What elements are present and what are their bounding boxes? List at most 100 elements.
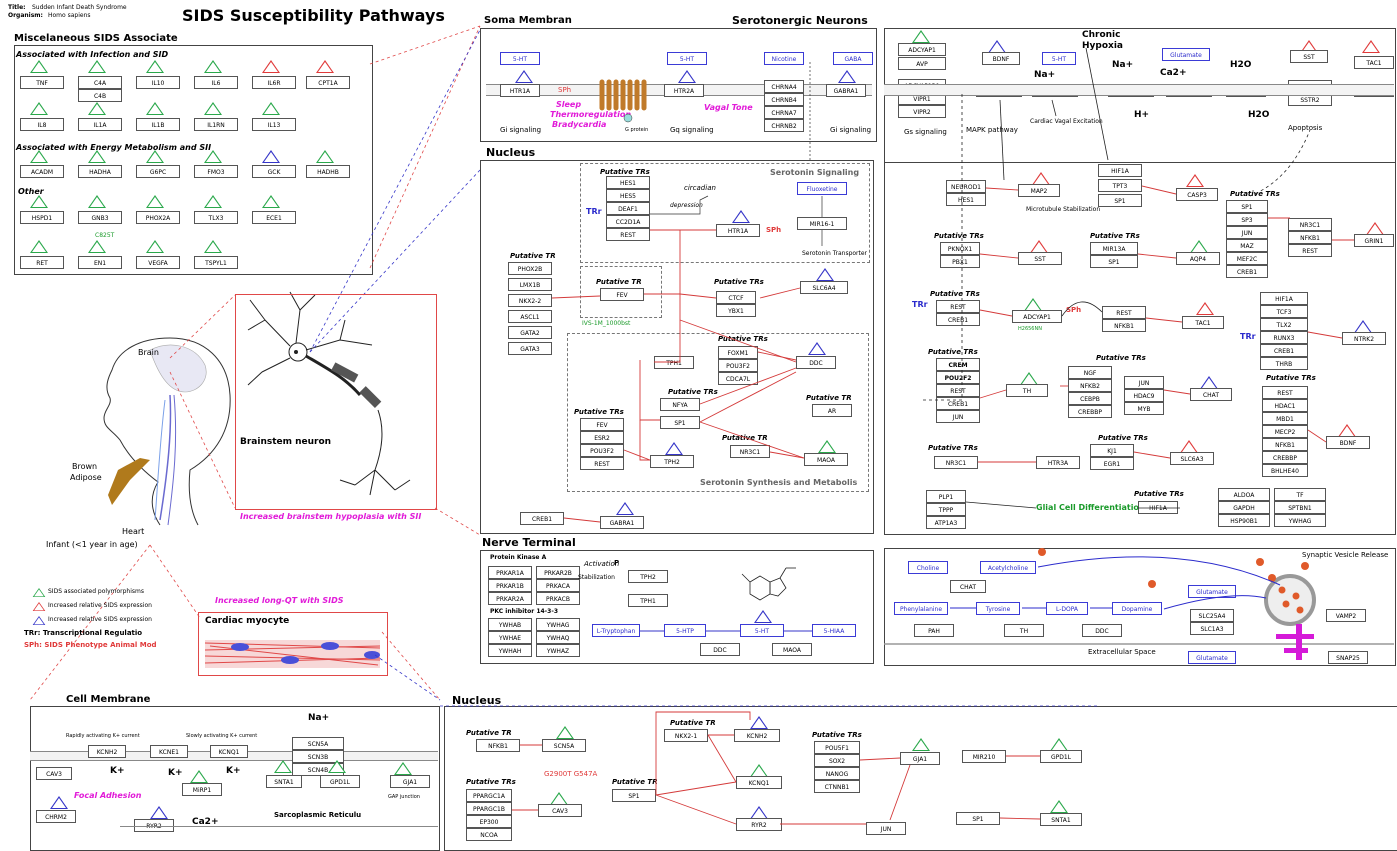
label-mapk-pathway: MAPK pathway — [966, 126, 1018, 134]
gene-ctcf: CTCF — [716, 291, 756, 304]
gene-sp3: SP3 — [1226, 213, 1268, 226]
brain-label: Brain — [138, 348, 159, 357]
gene-gnb3: GNB3 — [78, 211, 122, 224]
gene-slc6a4: SLC6A4 — [800, 281, 848, 294]
gene-en1: EN1 — [78, 256, 122, 269]
label-protein-kinase-a: Protein Kinase A — [490, 554, 546, 561]
label-putative-tr: Putative TR — [612, 778, 658, 786]
gene-sp1: SP1 — [1098, 194, 1142, 207]
gene-sst: SST — [1018, 252, 1062, 265]
gene-creb1: CREB1 — [936, 313, 980, 326]
gene-bhlhe40: BHLHE40 — [1262, 464, 1308, 477]
label-gap-junction: GAP junction — [388, 794, 420, 800]
gene-ywhaq: YWHAQ — [536, 631, 580, 644]
green-triangle-icon — [88, 102, 106, 115]
gene-il13: IL13 — [252, 118, 296, 131]
label-putative-tr: Putative TR — [670, 719, 716, 727]
gene-hsp90b1: HSP90B1 — [1218, 514, 1270, 527]
label-gq-signaling: Gq signaling — [670, 126, 714, 134]
gene-gpd1l: GPD1L — [1040, 750, 1082, 763]
cell-membrane-heading: Cell Membrane — [66, 694, 150, 705]
heart-label: Heart — [122, 527, 144, 536]
brainstem-neuron-label: Brainstem neuron — [240, 437, 331, 447]
green-triangle-icon — [30, 60, 48, 73]
gene-sst: SST — [1290, 50, 1328, 63]
label-bradycardia: Bradycardia — [552, 120, 606, 129]
gene-htr1a: HTR1A — [500, 84, 540, 97]
label-depression: depression — [670, 202, 703, 209]
label-gi-signaling: Gi signaling — [830, 126, 871, 134]
gene-kj1: KJ1 — [1090, 444, 1134, 457]
gene-hif1a: HIF1A — [1260, 292, 1308, 305]
gene-nicotine: Nicotine — [764, 52, 804, 65]
gene-nkx2-2: NKX2-2 — [508, 294, 552, 307]
gene-ppargc1a: PPARGC1A — [466, 789, 512, 802]
gene-ywhab: YWHAB — [488, 618, 532, 631]
gene-c4a: C4A — [78, 76, 122, 89]
green-triangle-icon — [912, 738, 930, 751]
gene-esr2: ESR2 — [580, 431, 624, 444]
other-heading: Other — [18, 187, 44, 196]
gene-gck: GCK — [252, 165, 296, 178]
gene-thrb: THRB — [1260, 357, 1308, 370]
gene-nr3c1: NR3C1 — [934, 456, 978, 469]
label-slowly-activating-k-current: Slowly activating K+ current — [186, 733, 257, 739]
gene-crem: CREM — [936, 358, 980, 371]
label-g-protein: G protein — [625, 127, 648, 133]
gene-il10: IL10 — [136, 76, 180, 89]
gene-il6r: IL6R — [252, 76, 296, 89]
gene-mbd1: MBD1 — [1262, 412, 1308, 425]
gene-5-ht: 5-HT — [740, 624, 784, 637]
gene-cav3: CAV3 — [36, 767, 72, 780]
gene-il1a: IL1A — [78, 118, 122, 131]
gene-ncoa: NCOA — [466, 828, 512, 841]
gene-sp1: SP1 — [956, 812, 1000, 825]
gene-kcnq1: KCNQ1 — [736, 776, 782, 789]
nerve-terminal-heading: Nerve Terminal — [482, 536, 576, 549]
label-putative-trs: Putative TRs — [466, 778, 516, 786]
legend-item-3: Increased relative SIDS expression — [48, 616, 152, 623]
gene-tph1: TPH1 — [628, 594, 668, 607]
label-na: Na+ — [308, 713, 329, 723]
gene-ddc: DDC — [796, 356, 836, 369]
gene-phenylalanine: Phenylalanine — [894, 602, 948, 615]
gene-tac1: TAC1 — [1182, 316, 1224, 329]
gene-snta1: SNTA1 — [266, 775, 302, 788]
label-rapidly-activating-k-current: Rapidly activating K+ current — [66, 733, 140, 739]
gene-slc1a3: SLC1A3 — [1190, 622, 1234, 635]
label-trr: TRr — [912, 300, 928, 309]
label-putative-trs: Putative TRs — [930, 290, 980, 298]
label-serotonin-transporter: Serotonin Transporter — [802, 250, 867, 257]
gene-sp1: SP1 — [1226, 200, 1268, 213]
gene-chrna4: CHRNA4 — [764, 80, 804, 93]
gene-hdac1: HDAC1 — [1262, 399, 1308, 412]
gene-kcnh2: KCNH2 — [88, 745, 126, 758]
gene-creb1: CREB1 — [1260, 344, 1308, 357]
gene-nfkb1: NFKB1 — [476, 739, 520, 752]
blue-triangle-icon — [616, 502, 634, 515]
gene-prkar2b: PRKAR2B — [536, 566, 580, 579]
gene-maoa: MAOA — [772, 643, 812, 656]
sarco-membrane — [120, 826, 438, 827]
green-triangle-icon — [556, 726, 574, 739]
title-value: Sudden Infant Death Syndrome — [32, 4, 127, 11]
gene-nfkb1: NFKB1 — [1262, 438, 1308, 451]
label-h2o: H2O — [1248, 110, 1269, 120]
blue-triangle-icon — [50, 796, 68, 809]
label-gi-signaling: Gi signaling — [500, 126, 541, 134]
green-triangle-icon — [88, 195, 106, 208]
green-triangle-icon — [30, 240, 48, 253]
gene-rest: REST — [1288, 244, 1332, 257]
gene-vipr2: VIPR2 — [898, 105, 946, 118]
gene-runx3: RUNX3 — [1260, 331, 1308, 344]
gene-prkar1b: PRKAR1B — [488, 579, 532, 592]
hypoplasia-label: Increased brainstem hypoplasia with SII — [240, 512, 421, 521]
gene-maz: MAZ — [1226, 239, 1268, 252]
gene-ddc: DDC — [700, 643, 740, 656]
gene-ywhae: YWHAE — [488, 631, 532, 644]
green-triangle-icon — [204, 195, 222, 208]
gene-pah: PAH — [914, 624, 954, 637]
gene-jun: JUN — [936, 410, 980, 423]
gene-pou5f1: POU5F1 — [814, 741, 860, 754]
label-putative-tr: Putative TR — [466, 729, 512, 737]
